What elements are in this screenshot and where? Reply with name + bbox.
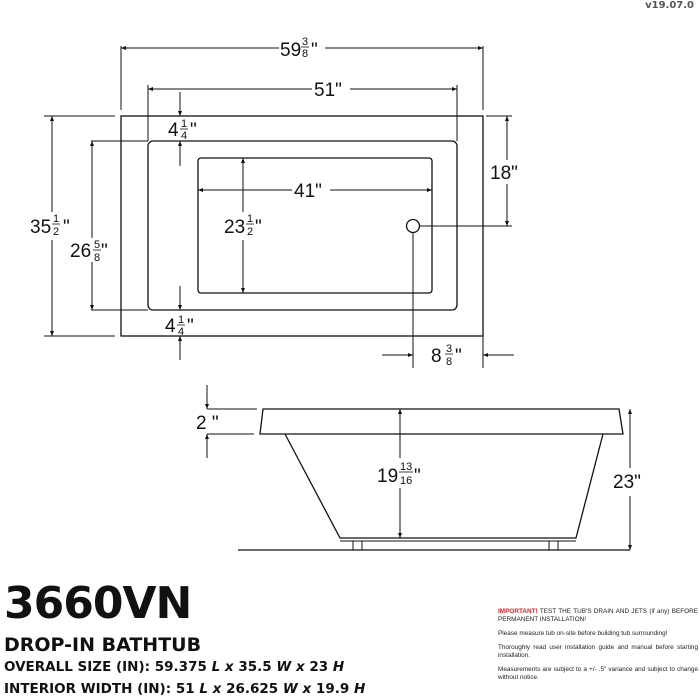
- svg-text:2: 2: [247, 226, 253, 238]
- tub-rim: [259, 408, 624, 435]
- version-label: v19.07.0: [645, 0, 694, 11]
- svg-text:8: 8: [94, 252, 100, 264]
- overall-height-label: 23": [613, 472, 641, 493]
- overall-size-spec: OVERALL SIZE (IN): 59.375 L x 35.5 W x 2…: [4, 659, 345, 675]
- rim-bottom-label: 4: [165, 316, 176, 337]
- svg-text:3: 3: [302, 36, 308, 48]
- svg-text:13: 13: [400, 461, 412, 473]
- note-read-guide: Thoroughly read user installation guide …: [498, 644, 698, 659]
- svg-text:3: 3: [446, 343, 452, 355]
- interior-length-label: 51": [314, 80, 342, 101]
- important-note: IMPORTANT! TEST THE TUB'S DRAIN AND JETS…: [498, 608, 698, 623]
- svg-text:8: 8: [302, 48, 308, 60]
- overall-width-label: 35: [30, 217, 51, 238]
- note-measure: Please measure tub on-site before buildi…: [498, 630, 668, 637]
- svg-text:2: 2: [53, 226, 59, 238]
- svg-text:4: 4: [181, 130, 187, 142]
- basin-width-label: 23: [224, 217, 245, 238]
- svg-text:1: 1: [53, 213, 59, 225]
- product-type: DROP-IN BATHTUB: [4, 634, 202, 656]
- drain-icon: [405, 218, 421, 234]
- interior-depth-label: 19: [377, 466, 398, 487]
- interior-width-spec: INTERIOR WIDTH (IN): 51 L x 26.625 W x 1…: [4, 681, 366, 697]
- drain-from-end-label: 8: [431, 346, 442, 367]
- svg-text:1: 1: [181, 118, 187, 130]
- svg-text:8: 8: [446, 356, 452, 368]
- svg-text:": ": [255, 217, 262, 238]
- svg-text:": ": [187, 316, 194, 337]
- basin-length-label: 41": [294, 181, 322, 202]
- svg-text:": ": [63, 217, 70, 238]
- svg-text:": ": [414, 466, 421, 487]
- model-number: 3660VN: [4, 578, 192, 629]
- svg-text:4: 4: [178, 326, 184, 338]
- side-view: [205, 385, 632, 551]
- rim-top-label: 4: [168, 120, 179, 141]
- technical-drawing: 59 3 8 " 51" 4 1 4 " 4 1 4 " 41" 18" 35 …: [30, 36, 641, 551]
- svg-text:5: 5: [94, 239, 100, 251]
- drain-from-top-label: 18": [490, 163, 518, 184]
- rim-height-label: 2 ": [196, 413, 219, 434]
- svg-text:1: 1: [178, 314, 184, 326]
- top-view: [44, 46, 514, 368]
- svg-text:": ": [101, 241, 108, 262]
- tub-body: [284, 433, 604, 539]
- note-variance: Measurements are subject to a +/- .5" va…: [498, 666, 698, 681]
- interior-width-label: 26: [70, 241, 91, 262]
- overall-length-label: 59: [280, 40, 301, 61]
- installation-notes: IMPORTANT! TEST THE TUB'S DRAIN AND JETS…: [498, 608, 698, 688]
- svg-text:": ": [190, 120, 197, 141]
- svg-text:16: 16: [400, 475, 412, 487]
- svg-text:1: 1: [247, 213, 253, 225]
- svg-text:": ": [455, 346, 462, 367]
- svg-text:": ": [311, 40, 318, 61]
